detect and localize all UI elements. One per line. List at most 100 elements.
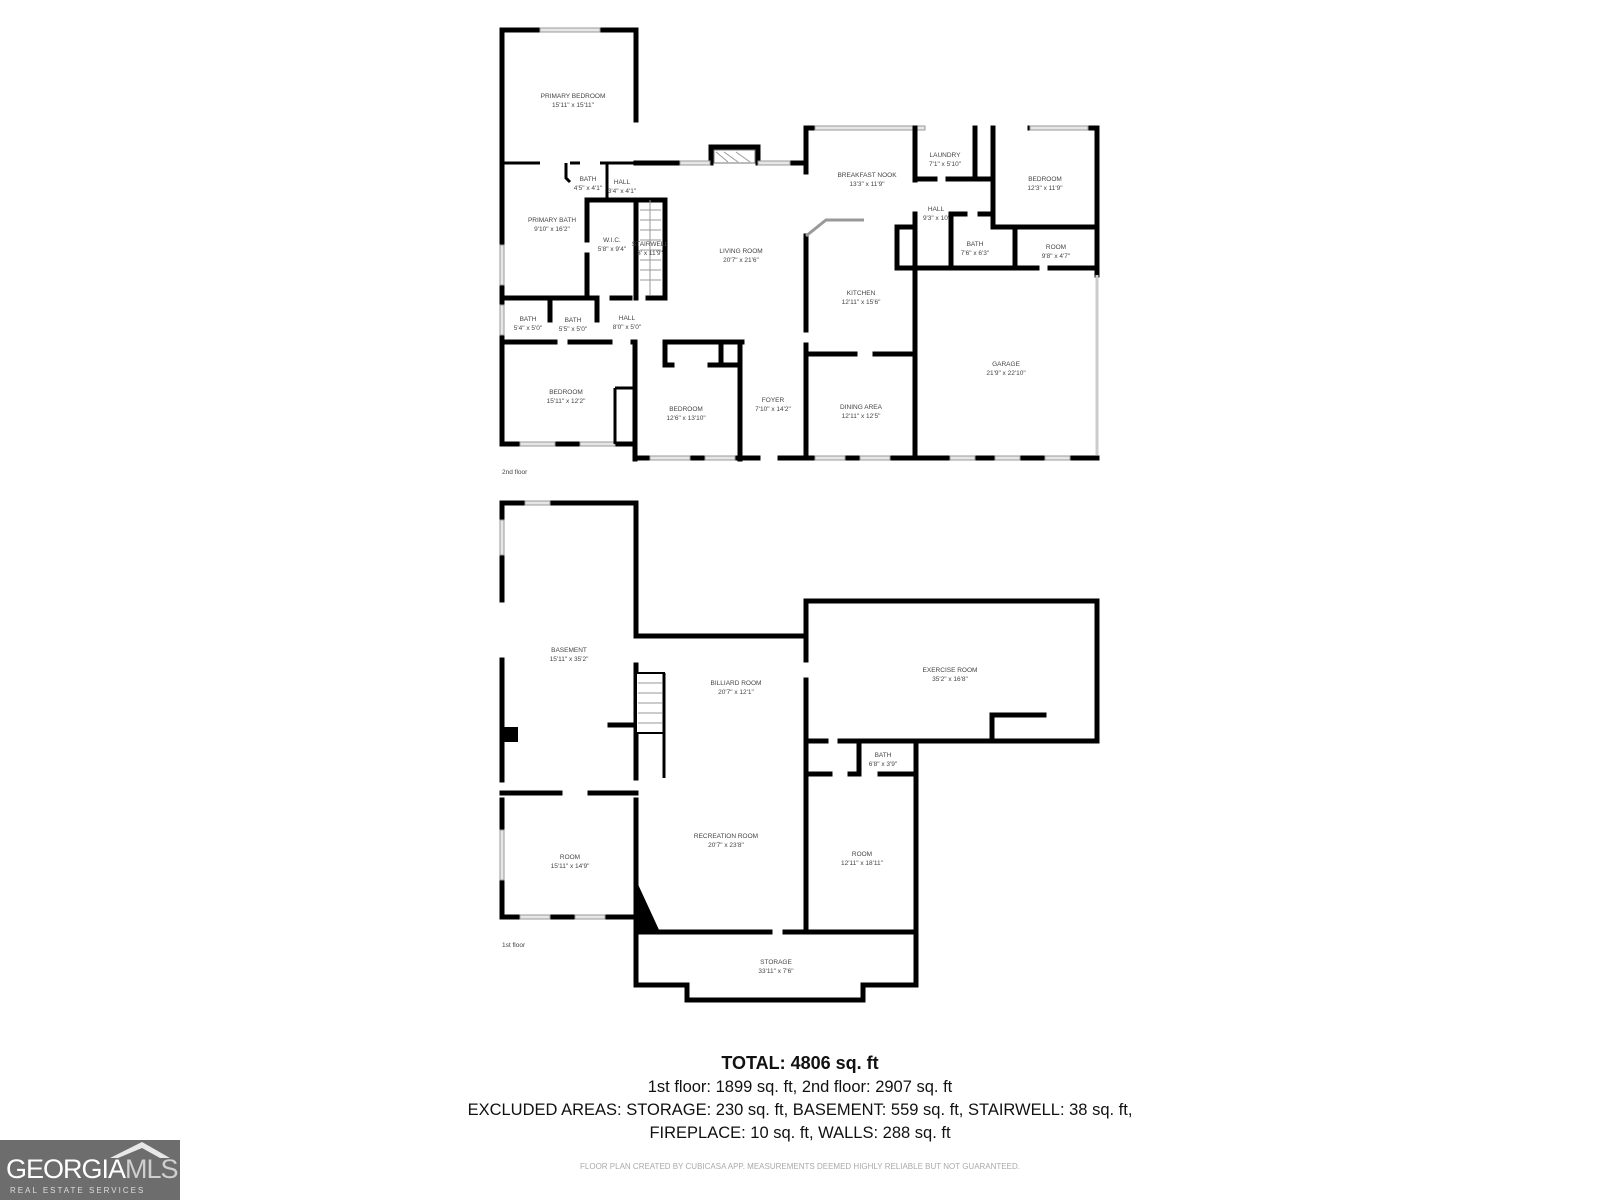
room-label: 9'10" x 16'2" (534, 226, 570, 233)
room-label: 15'11" x 35'2" (550, 656, 589, 663)
room-label: 3' x 11'9" (637, 250, 663, 257)
room-label: 5'8" x 9'4" (598, 246, 627, 253)
room-breakfast-nook: BREAKFAST NOOK 13'3" x 11'9" (837, 172, 897, 188)
room-stairwell: STAIRWELL 3' x 11'9" (632, 241, 669, 257)
room-label: HALL (928, 206, 945, 213)
room-label: 5'5" x 5'0" (559, 326, 588, 333)
room-label: BEDROOM (549, 389, 583, 396)
room-label: BREAKFAST NOOK (837, 172, 897, 179)
room-billiard-room: BILLIARD ROOM 20'7" x 12'1" (711, 680, 762, 696)
room-label: HALL (614, 179, 631, 186)
room-label: 9'3" x 10' (923, 215, 949, 222)
room-label: 8'0" x 5'0" (613, 324, 642, 331)
room-label: 15'11" x 14'9" (551, 863, 590, 870)
room-label: 15'11" x 15'11" (552, 102, 595, 109)
room-label: BEDROOM (1028, 176, 1062, 183)
room-label: BILLIARD ROOM (711, 680, 762, 687)
floor-label-2nd: 2nd floor (502, 469, 528, 476)
room-hall-south: HALL 8'0" x 5'0" (613, 315, 642, 331)
room-label: 20'7" x 21'6" (723, 257, 759, 264)
second-floor-labels: 2nd floor PRIMARY BEDROOM 15'11" x 15'11"… (502, 93, 1071, 476)
room-bath-east: BATH 7'6" x 6'3" (961, 241, 990, 257)
room-label: LAUNDRY (930, 152, 962, 159)
room-label: FOYER (762, 397, 785, 404)
disclaimer: FLOOR PLAN CREATED BY CUBICASA APP. MEAS… (580, 1162, 1020, 1171)
room-label: BATH (565, 317, 582, 324)
room-label: ROOM (560, 854, 580, 861)
room-label: KITCHEN (847, 290, 876, 297)
room-dining-area: DINING AREA 12'11" x 12'5" (840, 404, 883, 420)
room-label: BATH (875, 752, 892, 759)
room-label: 12'11" x 12'5" (842, 413, 881, 420)
room-label: RECREATION ROOM (694, 833, 758, 840)
room-laundry: LAUNDRY 7'1" x 5'10" (929, 152, 962, 168)
room-label: 9'8" x 4'7" (1042, 253, 1071, 260)
room-label: 6'8" x 3'9" (869, 761, 898, 768)
room-label: 35'2" x 16'8" (932, 676, 968, 683)
floor-label-1st: 1st floor (502, 942, 526, 949)
room-label: 4'5" x 4'1" (574, 185, 603, 192)
room-label: HALL (619, 315, 636, 322)
excluded-areas-line-2: FIREPLACE: 10 sq. ft, WALLS: 288 sq. ft (649, 1124, 951, 1142)
room-label: 5'4" x 5'0" (514, 325, 543, 332)
room-wic: W.I.C. 5'8" x 9'4" (598, 237, 627, 253)
room-label: EXERCISE ROOM (923, 667, 978, 674)
room-hall-east: HALL 9'3" x 10' (923, 206, 949, 222)
logo-text-mls: MLS (125, 1154, 179, 1184)
room-bedroom-ne: BEDROOM 12'3" x 11'9" (1027, 176, 1063, 192)
room-label: BATH (520, 316, 537, 323)
roof-icon (110, 1142, 170, 1158)
room-label: ROOM (1046, 244, 1066, 251)
room-label: PRIMARY BEDROOM (541, 93, 606, 100)
room-label: STORAGE (760, 959, 792, 966)
room-garage: GARAGE 21'9" x 22'10" (986, 361, 1026, 377)
room-label: 12'3" x 11'9" (1027, 185, 1063, 192)
second-floor-walls (499, 27, 1100, 462)
room-bath-1st: BATH 6'8" x 3'9" (869, 752, 898, 768)
room-basement: BASEMENT 15'11" x 35'2" (550, 647, 589, 663)
room-label: BASEMENT (551, 647, 587, 654)
room-primary-bedroom: PRIMARY BEDROOM 15'11" x 15'11" (541, 93, 606, 109)
room-label: STAIRWELL (632, 241, 669, 248)
room-label: BATH (967, 241, 984, 248)
room-room-east: ROOM 12'11" x 18'11" (841, 851, 884, 867)
room-small-room: ROOM 9'8" x 4'7" (1042, 244, 1071, 260)
room-label: BATH (580, 176, 597, 183)
room-label: 13'3" x 11'9" (849, 181, 885, 188)
room-hall: HALL 3'4" x 4'1" (608, 179, 637, 195)
room-bath: BATH 4'5" x 4'1" (574, 176, 603, 192)
room-label: 7'1" x 5'10" (929, 161, 962, 168)
first-floor-labels: 1st floor BASEMENT 15'11" x 35'2" BILLIAR… (502, 647, 977, 975)
room-label: 21'9" x 22'10" (986, 370, 1026, 377)
first-floor-walls (499, 500, 1100, 1003)
total-area: TOTAL: 4806 sq. ft (721, 1053, 879, 1073)
room-label: W.I.C. (603, 237, 621, 244)
floor-areas: 1st floor: 1899 sq. ft, 2nd floor: 2907 … (647, 1078, 953, 1096)
room-label: BEDROOM (669, 406, 703, 413)
room-bath-hall-1: BATH 5'4" x 5'0" (514, 316, 543, 332)
room-label: 20'7" x 23'8" (708, 842, 744, 849)
georgia-mls-logo: GEORGIAMLS REAL ESTATE SERVICES (0, 1140, 180, 1200)
room-label: ROOM (852, 851, 872, 858)
room-label: DINING AREA (840, 404, 883, 411)
excluded-areas-line-1: EXCLUDED AREAS: STORAGE: 230 sq. ft, BAS… (467, 1101, 1133, 1119)
room-bedroom-s: BEDROOM 12'6" x 13'10" (666, 406, 706, 422)
room-label: GARAGE (992, 361, 1020, 368)
room-label: 15'11" x 12'2" (547, 398, 586, 405)
room-bedroom-sw: BEDROOM 15'11" x 12'2" (547, 389, 586, 405)
windows (499, 244, 1071, 461)
room-room-west: ROOM 15'11" x 14'9" (551, 854, 590, 870)
logo-text-georgia: GEORGIA (6, 1154, 126, 1184)
room-label: 20'7" x 12'1" (718, 689, 754, 696)
room-label: 7'6" x 6'3" (961, 250, 990, 257)
room-label: PRIMARY BATH (528, 217, 576, 224)
room-bath-hall-2: BATH 5'5" x 5'0" (559, 317, 588, 333)
room-label: 3'4" x 4'1" (608, 188, 637, 195)
room-label: 12'6" x 13'10" (666, 415, 706, 422)
logo-tagline: REAL ESTATE SERVICES (10, 1186, 146, 1195)
room-label: 12'11" x 18'11" (841, 860, 884, 867)
